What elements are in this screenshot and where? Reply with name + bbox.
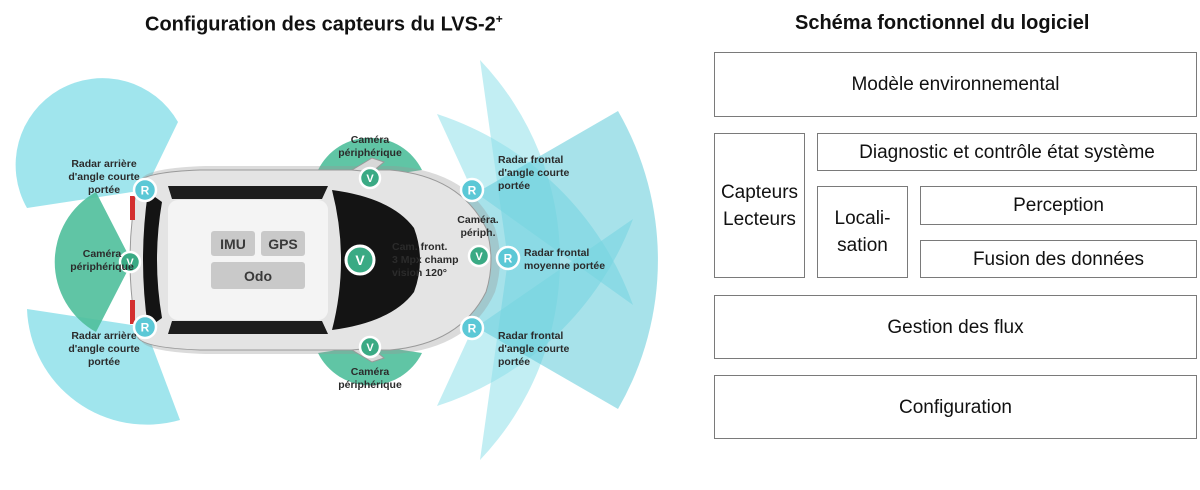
roof xyxy=(168,200,328,320)
radar-badge-front-top-letter: R xyxy=(468,184,477,198)
imu-chip-label: IMU xyxy=(220,236,246,252)
imu-chip xyxy=(211,231,255,256)
label-radar-rear-left: Radar arrière d'angle courte portée xyxy=(52,158,156,197)
sensor-config-title-text: Configuration des capteurs du LVS-2 xyxy=(145,13,496,36)
camera-badge-front-periph: V xyxy=(467,244,491,268)
radar-badge-front-mid: R xyxy=(495,245,521,271)
odo-chip xyxy=(211,262,305,289)
label-line: Radar frontal xyxy=(524,247,590,259)
camera-badge-front-periph-letter: V xyxy=(475,251,483,263)
gps-chip xyxy=(261,231,305,256)
label-line: périphérique xyxy=(338,379,402,391)
label-line: périphérique xyxy=(70,261,134,273)
block-perception: Perception xyxy=(920,186,1197,225)
block-config: Configuration xyxy=(714,375,1197,439)
software-diagram-title: Schéma fonctionnel du logiciel xyxy=(795,12,1090,34)
side-window-top xyxy=(168,186,328,199)
label-line: Radar arrière xyxy=(71,158,137,170)
label-radar-rear-right: Radar arrière d'angle courte portée xyxy=(52,330,156,369)
label-line: portée xyxy=(498,356,531,368)
label-line: périph. xyxy=(460,227,496,239)
label-line: périphérique xyxy=(338,147,402,159)
label-line: Radar frontal xyxy=(498,154,564,166)
label-line: Radar frontal xyxy=(498,330,564,342)
label-line: d'angle courte xyxy=(68,171,140,183)
radar-rear-left-zone xyxy=(15,78,178,208)
taillight-bottom xyxy=(130,300,135,324)
camera-badge-top-letter: V xyxy=(366,173,374,185)
block-diagnostic: Diagnostic et contrôle état système xyxy=(817,133,1197,171)
label-radar-front-mid: Radar frontal moyenne portée xyxy=(524,247,605,273)
radar-badge-rear-left: R xyxy=(132,177,158,203)
block-sensors: Capteurs Lecteurs xyxy=(714,133,805,278)
gps-chip-label: GPS xyxy=(268,236,298,252)
label-line: d'angle courte xyxy=(498,167,570,179)
label-camera-rear: Caméra périphérique xyxy=(52,248,152,274)
label-line: portée xyxy=(87,356,121,368)
block-env-model-label: Modèle environnemental xyxy=(851,74,1060,95)
block-config-label: Configuration xyxy=(898,396,1013,418)
label-line: d'angle courte xyxy=(68,343,140,355)
radar-badge-rear-right-letter: R xyxy=(141,321,150,335)
label-line: Caméra. xyxy=(457,214,499,226)
label-line: Caméra xyxy=(82,248,122,260)
odo-chip-label: Odo xyxy=(244,268,272,284)
block-sensors-line: Capteurs xyxy=(720,181,799,203)
label-line: portée xyxy=(498,180,531,192)
camera-badge-front-main: V xyxy=(344,244,376,276)
label-line: portée xyxy=(87,184,121,196)
block-perception-label: Perception xyxy=(1013,195,1104,216)
block-localisation-line: Locali- xyxy=(834,208,891,229)
label-line: moyenne portée xyxy=(524,260,606,272)
camera-top-zone xyxy=(318,137,422,178)
car xyxy=(129,157,500,363)
block-localisation: Locali- sation xyxy=(817,186,908,278)
radar-badge-front-bottom-letter: R xyxy=(468,322,477,336)
sensor-config-title: Configuration des capteurs du LVS-2+ xyxy=(145,12,503,37)
block-diagnostic-label: Diagnostic et contrôle état système xyxy=(859,141,1155,163)
label-camera-top: Caméra périphérique xyxy=(322,134,418,160)
block-sensors-label: Capteurs Lecteurs xyxy=(721,179,798,233)
block-env-model: Modèle environnemental xyxy=(714,52,1197,117)
label-line: 3 Mpx champ xyxy=(392,254,459,266)
label-front-camera: Cam. front. 3 Mpx champ vision 120° xyxy=(392,241,459,280)
taillight-top xyxy=(130,196,135,220)
radar-badge-front-bottom: R xyxy=(459,315,485,341)
block-fusion-label: Fusion des données xyxy=(972,248,1145,270)
radar-badge-rear-left-letter: R xyxy=(141,184,150,198)
block-flow-label: Gestion des flux xyxy=(887,316,1024,338)
label-camera-front-periph: Caméra. périph. xyxy=(450,214,506,240)
sensor-config-title-sup: + xyxy=(495,12,503,26)
camera-bottom-zone xyxy=(318,345,422,386)
windshield xyxy=(332,190,420,330)
block-localisation-label: Locali- sation xyxy=(835,205,891,259)
camera-badge-front-main-letter: V xyxy=(355,252,365,268)
camera-badge-top: V xyxy=(358,166,382,190)
camera-rear-zone xyxy=(54,192,132,332)
label-camera-bottom: Caméra périphérique xyxy=(322,366,418,392)
label-radar-front-top: Radar frontal d'angle courte portée xyxy=(498,154,569,193)
label-line: Caméra xyxy=(350,366,390,378)
block-localisation-line: sation xyxy=(837,235,888,256)
radar-badge-rear-right: R xyxy=(132,314,158,340)
label-line: vision 120° xyxy=(392,267,447,279)
block-flow: Gestion des flux xyxy=(714,295,1197,359)
side-window-bottom xyxy=(168,321,328,334)
label-line: Caméra xyxy=(350,134,390,146)
camera-badge-rear-letter: V xyxy=(126,257,134,269)
block-fusion: Fusion des données xyxy=(920,240,1197,278)
label-line: Cam. front. xyxy=(392,241,448,253)
radar-badge-front-top: R xyxy=(459,177,485,203)
radar-badge-front-mid-letter: R xyxy=(504,252,513,266)
label-line: Radar arrière xyxy=(71,330,137,342)
camera-badge-rear: V xyxy=(118,250,142,274)
camera-badge-bottom-letter: V xyxy=(366,342,374,354)
block-sensors-line: Lecteurs xyxy=(723,208,796,230)
label-line: d'angle courte xyxy=(498,343,570,355)
label-radar-front-bottom: Radar frontal d'angle courte portée xyxy=(498,330,569,369)
rear-window xyxy=(143,192,162,328)
camera-badge-bottom: V xyxy=(358,335,382,359)
vehicle-sensor-diagram: IMU GPS Odo R R R R R V V V V V xyxy=(15,60,658,460)
